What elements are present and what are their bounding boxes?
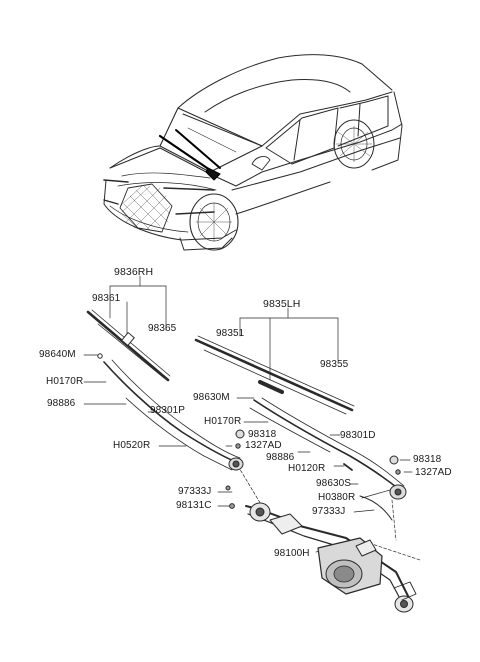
part-label-h0520r: H0520R [113,440,151,451]
part-label-97333j-left: 97333J [178,486,212,497]
part-label-97333j-right: 97333J [312,506,346,517]
part-label-98365: 98365 [148,323,177,334]
part-label-98318-right: 98318 [413,454,442,465]
linkage-motor-assembly [245,502,417,613]
part-label-98640m: 98640M [39,349,76,360]
part-label-h0170r-mid: H0170R [204,416,242,427]
wiper-arm-rh [97,353,244,509]
part-label-98630m: 98630M [193,392,230,403]
part-label-1327ad-right: 1327AD [415,467,452,478]
part-label-h0120r: H0120R [288,463,326,474]
part-label-9836rh: 9836RH [114,266,154,278]
part-label-98351: 98351 [216,328,245,339]
part-label-98355: 98355 [320,359,349,370]
wiper-blade-rh [86,309,171,382]
part-label-1327ad-mid: 1327AD [245,440,282,451]
part-label-98318-mid: 98318 [248,429,277,440]
car-illustration [103,54,403,251]
part-label-98301p: 98301P [150,405,186,416]
part-label-98886-mid: 98886 [266,452,295,463]
part-label-h0170r-left: H0170R [46,376,84,387]
wiper-arm-lh [235,397,407,521]
part-label-h0380r: H0380R [318,492,356,503]
part-label-9835lh: 9835LH [263,298,301,310]
part-label-98100h: 98100H [274,548,310,559]
part-label-98630s: 98630S [316,478,352,489]
part-label-98361: 98361 [92,293,121,304]
part-label-98886-left: 98886 [47,398,76,409]
part-label-98131c: 98131C [176,500,212,511]
part-label-98301d: 98301D [340,430,376,441]
wiper-blade-lh [194,335,355,415]
